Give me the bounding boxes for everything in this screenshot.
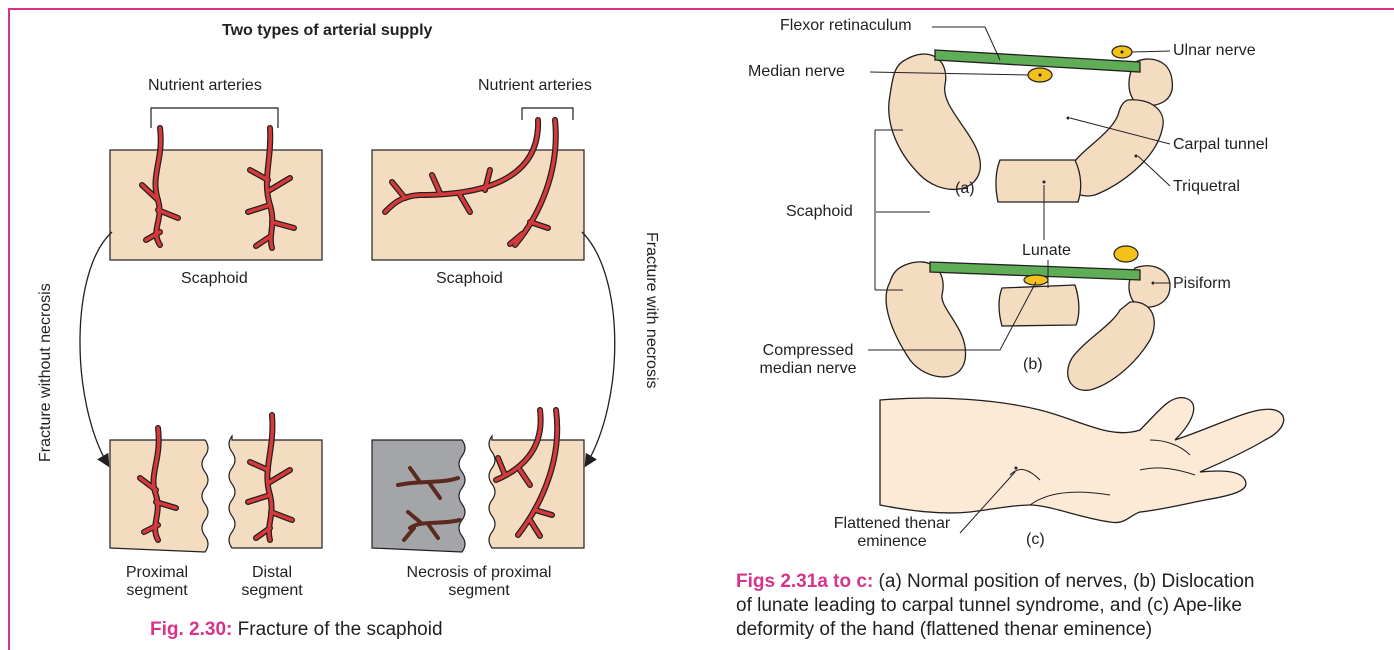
scaphoid-label: Scaphoid [786,203,853,221]
triquetral-bone-b [1068,302,1155,390]
triquetral-label: Triquetral [1173,178,1240,196]
flexor-retinaculum-label: Flexor retinaculum [780,17,912,35]
scaphoid-label-left: Scaphoid [181,270,248,288]
right-caption-line-1: (a) Normal position of nerves, (b) Dislo… [873,571,1254,592]
nutrient-bracket-left [151,108,278,128]
nutrient-arteries-label-left: Nutrient arteries [148,77,262,95]
left-caption-text: Fracture of the scaphoid [232,619,442,640]
necrotic-segment-block [372,440,465,552]
left-caption-label: Fig. 2.30: [150,619,232,640]
label-c: (c) [1026,531,1045,549]
lunate-bone-a [996,160,1081,202]
compressed-median-nerve-b [1024,275,1048,285]
lunate-bone-b [999,285,1079,326]
lunate-label: Lunate [1022,242,1071,260]
scaphoid-block-left [110,150,322,260]
nutrient-bracket-right [522,108,573,120]
arrow-with-necrosis [582,232,615,465]
left-figure-title: Two types of arterial supply [222,22,432,40]
arrow-without-necrosis [80,232,112,465]
distal-segment-block [229,436,322,548]
triquetral-bone-a [1068,100,1164,196]
hand-drawing-c [880,398,1284,523]
fracture-with-necrosis-label: Fracture with necrosis [642,232,660,389]
ulnar-nerve-label: Ulnar nerve [1173,42,1256,60]
scaphoid-label-right: Scaphoid [436,270,503,288]
label-a: (a) [955,180,975,198]
right-caption-line-3: deformity of the hand (flattened thenar … [736,618,1388,642]
right-caption-label: Figs 2.31a to c: [736,571,873,592]
left-figure-caption: Fig. 2.30: Fracture of the scaphoid [150,618,443,642]
nutrient-arteries-label-right: Nutrient arteries [478,77,592,95]
carpal-tunnel-label: Carpal tunnel [1173,136,1268,154]
right-figure-caption: Figs 2.31a to c: (a) Normal position of … [736,570,1388,642]
ulnar-nerve-b [1114,246,1138,262]
label-b: (b) [1023,356,1043,374]
median-nerve-label: Median nerve [748,63,845,81]
right-caption-line-2: of lunate leading to carpal tunnel syndr… [736,594,1388,618]
scaphoid-bone-b [886,262,965,377]
pisiform-label: Pisiform [1173,275,1231,293]
fracture-without-necrosis-label: Fracture without necrosis [37,283,55,462]
